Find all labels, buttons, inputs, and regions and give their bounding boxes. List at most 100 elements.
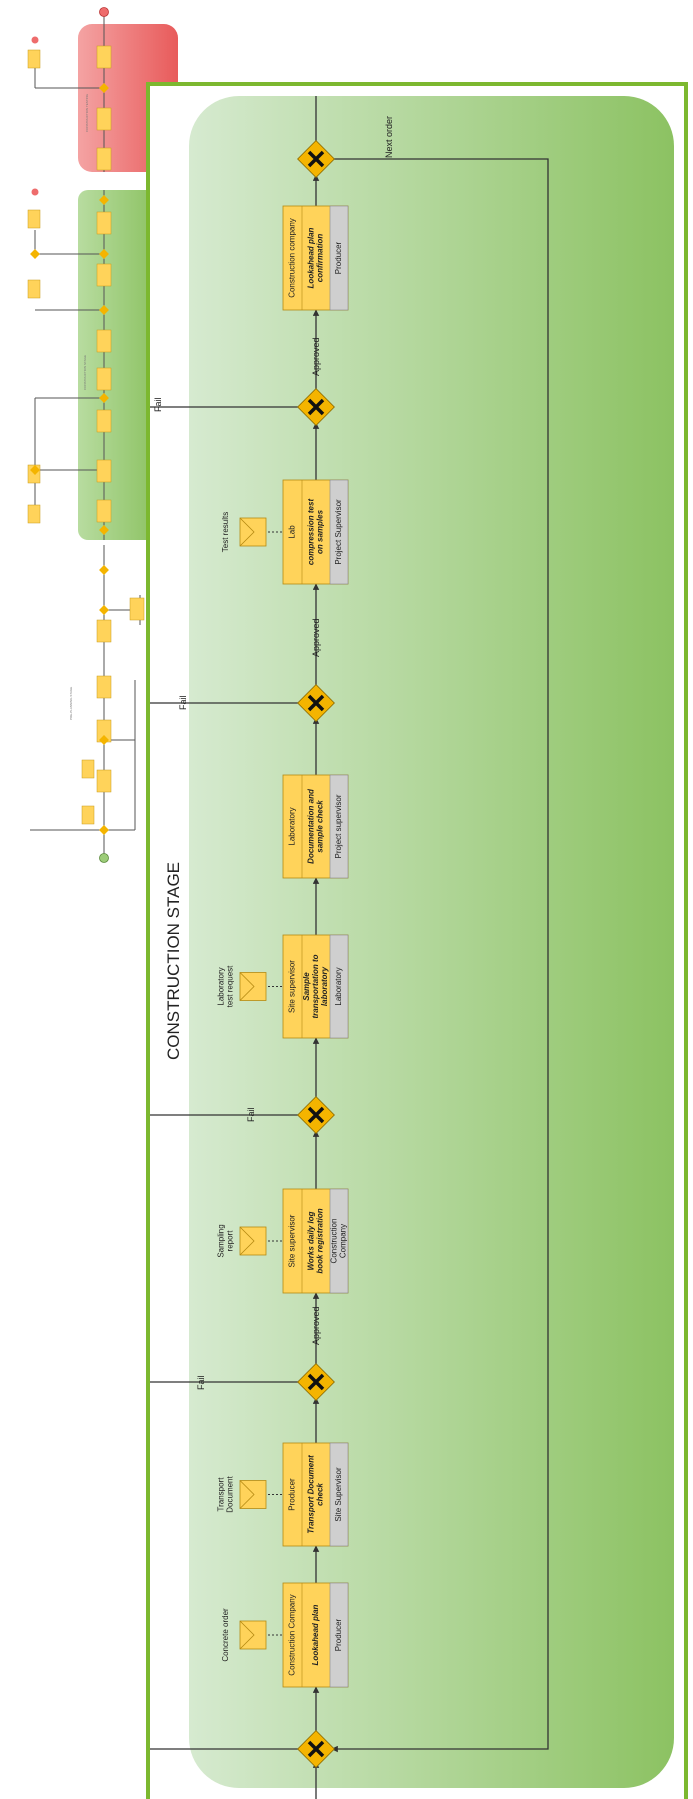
exclusive-gateway — [297, 684, 335, 722]
overview-thumbnail: CONSTRUCTION TESTING CONSTRUCTION STAGE … — [27, 7, 178, 863]
exclusive-gateway — [297, 1730, 335, 1768]
document-label-line: Sampling — [217, 1224, 226, 1257]
thumb-label-testing: CONSTRUCTION TESTING — [85, 93, 89, 132]
document-label-line: Document — [226, 1475, 235, 1512]
label-fail: Fail — [196, 1375, 206, 1390]
task-participant-band — [329, 934, 349, 1039]
task-participant: Producer — [334, 241, 343, 274]
document-label: Test results — [221, 512, 230, 552]
exclusive-gateway — [297, 140, 335, 178]
task-name-line: on samples — [316, 509, 325, 554]
label-approved: Approved — [311, 1306, 321, 1345]
document-label-line: Transport — [217, 1477, 226, 1512]
task-role-line: Construction company — [288, 218, 297, 298]
task-participant-line: Project supervisor — [334, 794, 343, 858]
label-fail: Fail — [246, 1107, 256, 1122]
fail-flows — [150, 406, 300, 1750]
task-participant-band — [329, 479, 349, 585]
document-label-line: Test results — [221, 512, 230, 552]
task-participant-line: Project Supervisor — [334, 499, 343, 565]
exclusive-gateway — [297, 1096, 335, 1134]
task-role-line: Site supervisor — [288, 960, 297, 1013]
document-label-line: Laboratory — [217, 967, 226, 1005]
task-participant-line: Company — [339, 1224, 348, 1258]
task-name-line: confirmation — [316, 234, 325, 283]
thumb-label-construction: CONSTRUCTION STAGE — [83, 355, 87, 390]
document-label-line: test request — [226, 965, 235, 1008]
document-label-line: Concrete order — [221, 1608, 230, 1662]
task-participant: Site Supervisor — [334, 1467, 343, 1522]
task-name-line: check — [316, 1483, 325, 1506]
document-label-line: report — [226, 1230, 235, 1252]
task-name-line: laboratory — [320, 966, 329, 1006]
task-participant-band — [329, 1188, 349, 1294]
task-role: Laboratory — [288, 807, 297, 845]
task-participant: Laboratory — [334, 967, 343, 1005]
task-role-line: Site supervisor — [288, 1214, 297, 1267]
task-participant: Producer — [334, 1618, 343, 1651]
task-participant-band — [329, 205, 349, 311]
stage-title: CONSTRUCTION STAGE — [164, 862, 183, 1060]
task-t1[interactable]: Construction Company Lookahead plan Produc… — [282, 1582, 349, 1688]
task-participant-line: Producer — [334, 1618, 343, 1651]
task-role: Site supervisor — [288, 1214, 297, 1267]
task-name-line: Works daily log — [307, 1211, 316, 1270]
thumb-label-preplanning: PRE-PLANNING STAGE — [69, 687, 73, 720]
task-role-line: Construction Company — [288, 1594, 297, 1675]
task-participant: Project supervisor — [334, 794, 343, 858]
task-participant-line: Producer — [334, 241, 343, 274]
label-approved: Approved — [311, 337, 321, 376]
task-participant: Project Supervisor — [334, 499, 343, 565]
document-t6: Test results — [221, 512, 283, 552]
task-name-line: Lookahead plan — [307, 227, 316, 288]
task-name-line: sample check — [316, 800, 325, 853]
task-name-line: transportation to — [311, 954, 320, 1018]
task-role: Site supervisor — [288, 960, 297, 1013]
task-role: Construction Company — [288, 1594, 297, 1675]
task-participant-band — [329, 1582, 349, 1688]
thumb-tasks — [27, 45, 145, 825]
task-name-line: Documentation and — [307, 788, 316, 864]
document-t1: Concrete order — [221, 1608, 283, 1662]
task-participant-line: Construction — [330, 1219, 339, 1264]
next-order-flow — [331, 158, 549, 1753]
document-label: Concrete order — [221, 1608, 230, 1662]
task-name: Lookahead plan — [311, 1604, 320, 1665]
exclusive-gateway — [297, 388, 335, 426]
label-next-order: Next order — [384, 116, 394, 158]
exclusive-gateway — [297, 1363, 335, 1401]
label-fail: Fail — [153, 397, 163, 412]
task-role-line: Producer — [288, 1478, 297, 1511]
gateways — [297, 140, 335, 1768]
task-name-line: compression test — [307, 499, 316, 566]
label-fail: Fail — [178, 695, 188, 710]
task-role-line: Lab — [288, 525, 297, 539]
task-role: Construction company — [288, 218, 297, 298]
task-role: Lab — [288, 525, 297, 539]
task-name-line: Sample — [302, 972, 311, 1001]
task-name-line: Transport Document — [307, 1455, 316, 1534]
task-participant-band — [329, 774, 349, 879]
